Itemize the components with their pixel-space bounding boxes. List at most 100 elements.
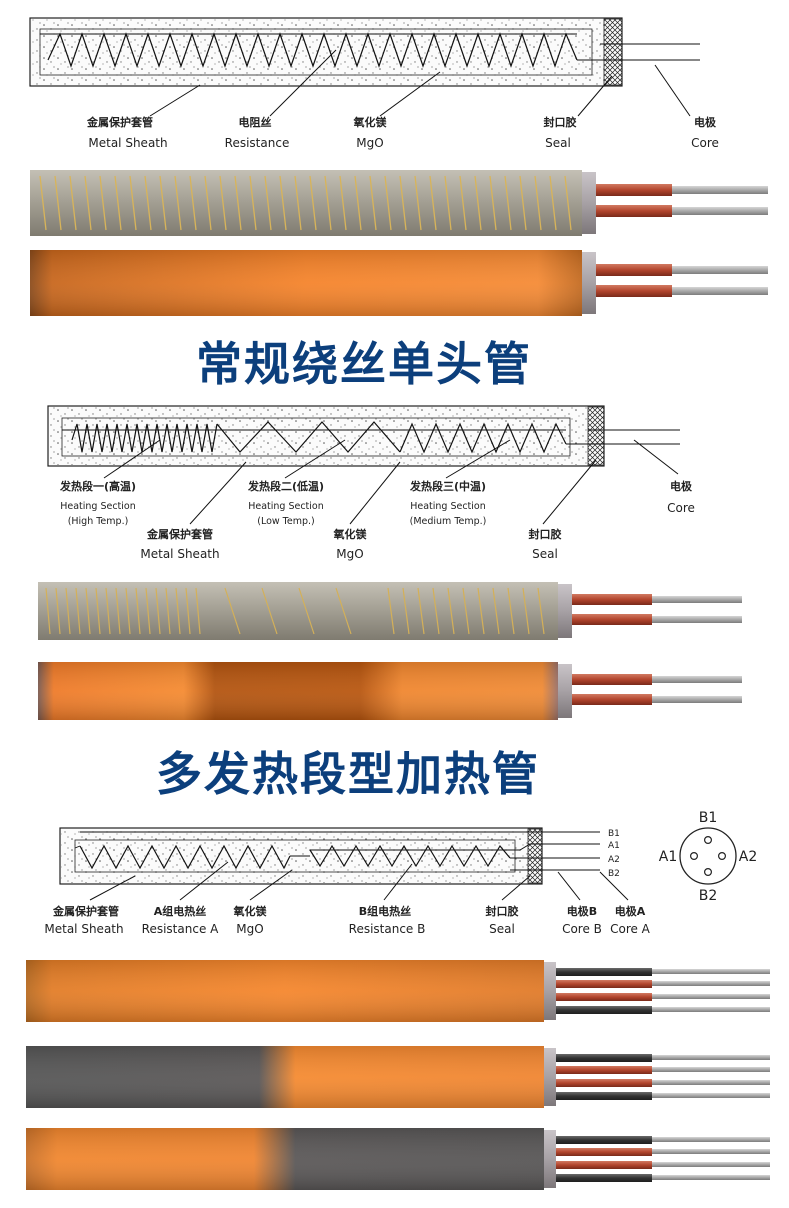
red-lead-2 bbox=[596, 205, 672, 217]
resistance-coil bbox=[47, 32, 578, 68]
label-cn-section-medium: 发热段三(中温) bbox=[409, 479, 486, 493]
label-en-section-high: Heating Section bbox=[60, 501, 136, 512]
red-lead-1 bbox=[596, 264, 672, 276]
label-cn-seal: 封口胶 bbox=[544, 115, 577, 129]
label-cn-mgo: 氧化镁 bbox=[353, 115, 388, 129]
label-cn-mgo: 氧化镁 bbox=[333, 527, 368, 541]
pin-a2 bbox=[717, 851, 726, 860]
label-en-section-low: Heating Section bbox=[248, 501, 324, 512]
silver-lead-2 bbox=[652, 616, 742, 623]
label-en-core-b: Core B bbox=[562, 922, 602, 936]
seal-block bbox=[603, 18, 623, 86]
end-cap bbox=[558, 584, 572, 638]
black-lead-1 bbox=[556, 1136, 652, 1144]
label-cn-seal: 封口胶 bbox=[529, 527, 562, 541]
heater-photo-coil-visible bbox=[30, 170, 768, 236]
end-cap bbox=[582, 252, 596, 314]
red-lead-1 bbox=[556, 1066, 652, 1074]
red-lead-2 bbox=[596, 285, 672, 297]
pinout-label-top: B1 bbox=[699, 810, 718, 826]
red-lead-1 bbox=[596, 184, 672, 196]
label-en-section-low-temp: (Low Temp.) bbox=[257, 516, 314, 527]
label-cn-mgo: 氧化镁 bbox=[233, 904, 268, 918]
red-lead-1 bbox=[572, 594, 652, 605]
diagram-2-schematic: 发热段一(高温) Heating Section (High Temp.) 发热… bbox=[47, 405, 695, 561]
label-en-section-high-temp: (High Temp.) bbox=[68, 516, 129, 527]
red-lead-2 bbox=[572, 694, 652, 705]
red-lead-2 bbox=[556, 1079, 652, 1087]
core-leads bbox=[40, 33, 700, 61]
label-en-section-medium-temp: (Medium Temp.) bbox=[410, 516, 487, 527]
label-cn-section-low: 发热段二(低温) bbox=[247, 479, 324, 493]
black-lead-1 bbox=[556, 1054, 652, 1062]
label-cn-core-b: 电极B bbox=[567, 904, 597, 918]
pinout-label-left: A1 bbox=[659, 849, 677, 865]
label-en-metal-sheath: Metal Sheath bbox=[44, 922, 123, 936]
silver-lead-2 bbox=[672, 287, 768, 295]
label-cn-metal-sheath: 金属保护套管 bbox=[86, 115, 153, 129]
label-en-seal: Seal bbox=[489, 922, 515, 936]
end-cap bbox=[544, 1048, 556, 1106]
pointer-mgo bbox=[379, 71, 441, 117]
silver-lead-1 bbox=[672, 186, 768, 194]
label-en-metal-sheath: Metal Sheath bbox=[140, 547, 219, 561]
pinout-label-right: A2 bbox=[739, 849, 757, 865]
seal-block bbox=[587, 406, 605, 466]
coil-envelope bbox=[39, 28, 593, 76]
diagram-3-schematic: B1 A1 A2 B2 金属保护套管 Metal Sheath A组电热丝 Re… bbox=[44, 827, 651, 936]
label-cn-core: 电极 bbox=[694, 115, 717, 129]
heater-photo-heated bbox=[30, 250, 768, 316]
label-en-core: Core bbox=[667, 501, 695, 515]
label-cn-seal: 封口胶 bbox=[486, 904, 519, 918]
sheath-body bbox=[30, 170, 582, 236]
label-cn-resistance-a: A组电热丝 bbox=[154, 904, 207, 918]
pinout-label-bottom: B2 bbox=[699, 888, 718, 904]
sparse-coil-turns bbox=[224, 587, 352, 635]
label-en-metal-sheath: Metal Sheath bbox=[88, 136, 167, 150]
label-cn-core: 电极 bbox=[670, 479, 693, 493]
dense-coil-turns bbox=[45, 587, 201, 635]
label-en-section-medium: Heating Section bbox=[410, 501, 486, 512]
red-lead-2 bbox=[556, 1161, 652, 1169]
heater-photo-zone-b-on bbox=[26, 1046, 770, 1108]
heater-photo-zoned-coil bbox=[38, 582, 742, 640]
pin-label-a2: A2 bbox=[608, 855, 620, 865]
end-cap bbox=[544, 962, 556, 1020]
seal-block bbox=[527, 828, 543, 884]
pointer-seal bbox=[577, 75, 613, 117]
label-en-resistance-a: Resistance A bbox=[142, 922, 219, 936]
label-cn-metal-sheath: 金属保护套管 bbox=[52, 904, 119, 918]
red-lead-1 bbox=[572, 674, 652, 685]
end-cap bbox=[558, 664, 572, 718]
heater-photo-zone-a-on bbox=[26, 1128, 770, 1190]
label-en-mgo: MgO bbox=[356, 136, 383, 150]
label-en-resistance: Resistance bbox=[225, 136, 290, 150]
pinout-circle bbox=[679, 827, 737, 885]
pin-b2 bbox=[703, 867, 712, 876]
label-en-resistance-b: Resistance B bbox=[349, 922, 426, 936]
black-lead-1 bbox=[556, 968, 652, 976]
label-cn-resistance-b: B组电热丝 bbox=[359, 904, 411, 918]
coil-high-temp bbox=[71, 423, 218, 453]
pin-a1 bbox=[689, 851, 698, 860]
core-leads bbox=[74, 831, 600, 871]
coil-resistance-b bbox=[309, 844, 511, 868]
pointer-resistance bbox=[269, 49, 337, 117]
coil-envelope bbox=[74, 839, 516, 873]
coil-low-temp bbox=[216, 421, 401, 453]
label-cn-core-a: 电极A bbox=[615, 904, 646, 918]
pinout-diagram: B1 A1 A2 B2 bbox=[659, 810, 757, 904]
end-cap bbox=[582, 172, 596, 234]
label-cn-resistance: 电阻丝 bbox=[239, 115, 272, 129]
pin-label-a1: A1 bbox=[608, 841, 620, 851]
diagram-1-schematic: 金属保护套管 Metal Sheath 电阻丝 Resistance 氧化镁 M… bbox=[29, 17, 719, 150]
red-lead-1 bbox=[556, 980, 652, 988]
pin-label-b1: B1 bbox=[608, 829, 620, 839]
pointer-core bbox=[654, 64, 691, 117]
coil-medium-temp bbox=[399, 422, 567, 454]
silver-lead-2 bbox=[652, 696, 742, 703]
red-lead-1 bbox=[556, 1148, 652, 1156]
medium-coil-turns bbox=[387, 587, 545, 635]
label-en-seal: Seal bbox=[545, 136, 571, 150]
label-cn-metal-sheath: 金属保护套管 bbox=[146, 527, 213, 541]
